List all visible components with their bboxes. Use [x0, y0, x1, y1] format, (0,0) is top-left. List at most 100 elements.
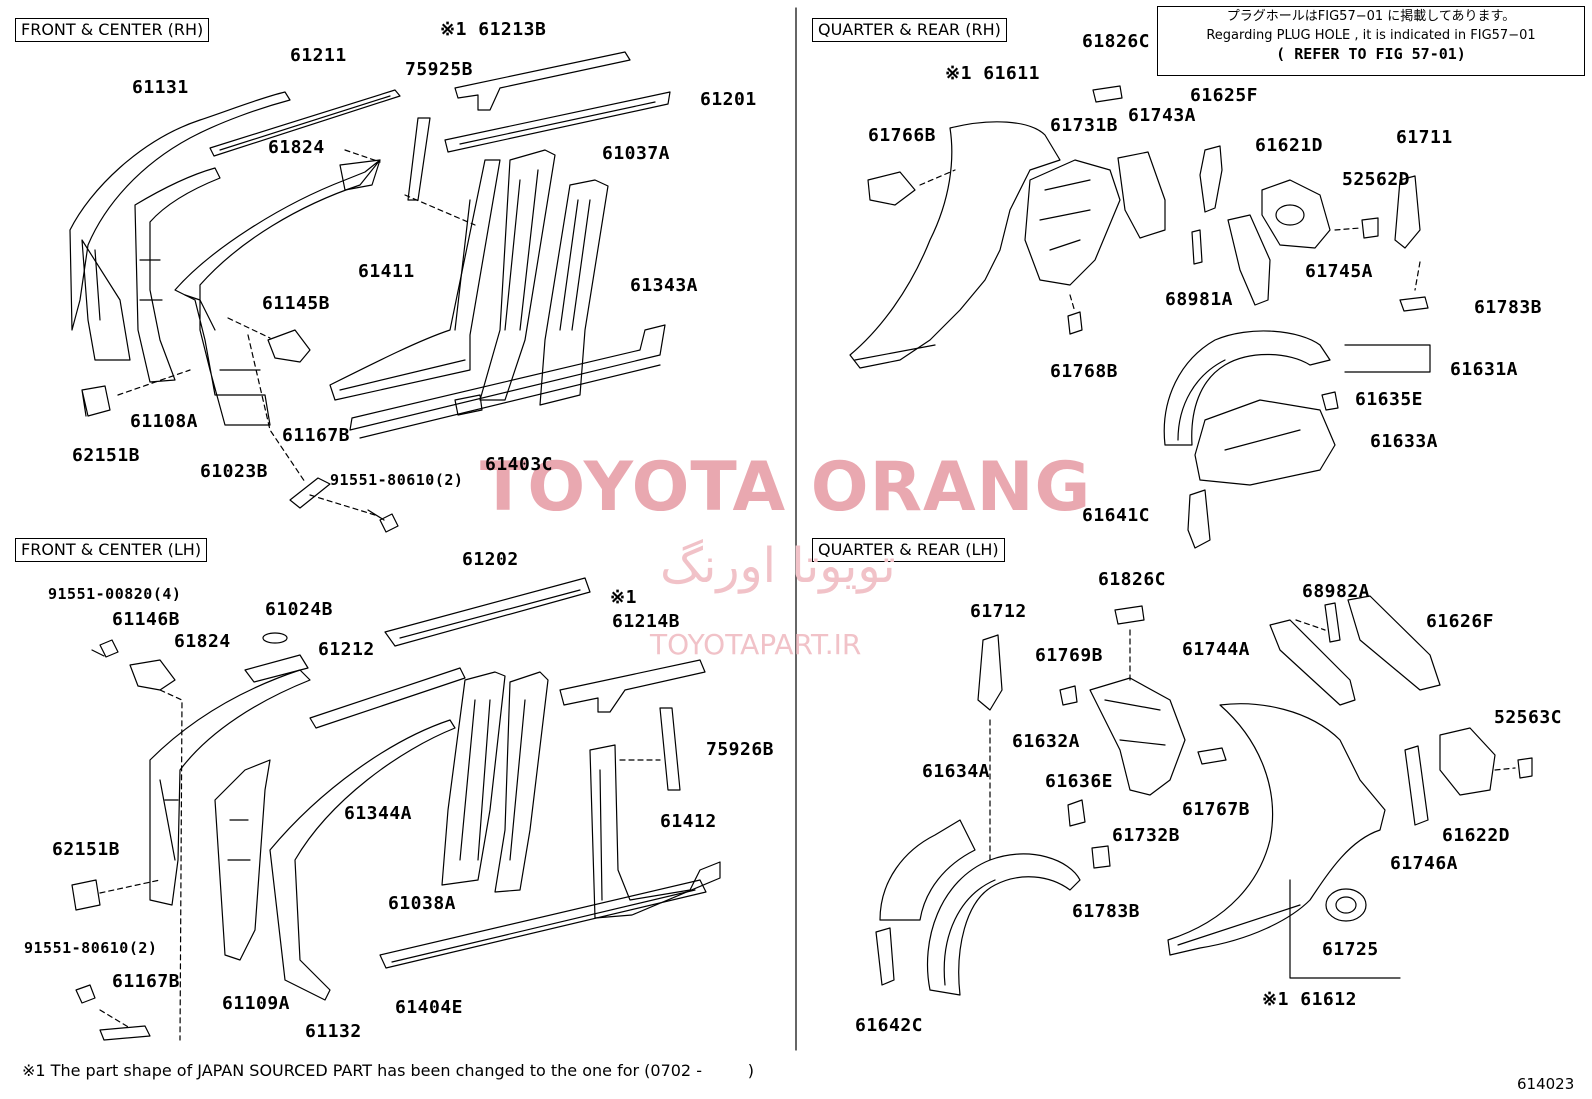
bolt-91551-shape — [367, 509, 399, 533]
part-62151B-lh-shape — [71, 879, 101, 911]
quarter-lh-parts — [875, 595, 1533, 996]
part-label[interactable]: 61211 — [290, 45, 347, 66]
part-61344A-shape — [441, 671, 506, 886]
part-label[interactable]: 61636E — [1045, 771, 1114, 792]
part-label[interactable]: 61412 — [660, 811, 717, 832]
watermark-persian: تویوتا اورنگ — [660, 538, 896, 594]
part-label[interactable]: 61344A — [344, 803, 413, 824]
watermark-brand: TOYOTA ORANG — [480, 448, 1092, 527]
part-label[interactable]: 61732B — [1112, 825, 1181, 846]
part-label[interactable]: 61634A — [922, 761, 991, 782]
part-label[interactable]: 75925B — [405, 59, 474, 80]
part-label[interactable]: 61622D — [1442, 825, 1511, 846]
part-label[interactable]: 61743A — [1128, 105, 1197, 126]
part-label[interactable]: 61146B — [112, 609, 181, 630]
part-61625F-shape — [1199, 145, 1223, 213]
part-label[interactable]: 61712 — [970, 601, 1027, 622]
part-label[interactable]: 61024B — [265, 599, 334, 620]
part-label[interactable]: 61632A — [1012, 731, 1081, 752]
part-label[interactable]: 61167B — [112, 971, 181, 992]
part-label[interactable]: 61768B — [1050, 361, 1119, 382]
part-61746A-shape — [1404, 745, 1429, 826]
part-label[interactable]: 61404E — [395, 997, 464, 1018]
part-52563C-shape — [1517, 757, 1533, 779]
part-label[interactable]: ※1 — [610, 587, 637, 608]
part-61725-shape — [1325, 888, 1367, 922]
part-label[interactable]: 91551-00820(4) — [48, 585, 182, 603]
part-label[interactable]: 61023B — [200, 461, 269, 482]
figure-number: 614023 — [1517, 1075, 1575, 1093]
part-label[interactable]: 61631A — [1450, 359, 1519, 380]
part-label[interactable]: 61145B — [262, 293, 331, 314]
part-label[interactable]: 61642C — [855, 1015, 924, 1036]
part-61611-shape — [849, 121, 1061, 369]
part-label[interactable]: 68981A — [1165, 289, 1234, 310]
part-label[interactable]: 61783B — [1474, 297, 1543, 318]
part-label[interactable]: 61108A — [130, 411, 199, 432]
part-label[interactable]: 68982A — [1302, 581, 1371, 602]
part-label[interactable]: 91551-80610(2) — [330, 471, 464, 489]
part-61745A-shape — [1227, 214, 1271, 306]
part-61768B-shape — [1067, 311, 1083, 335]
part-61108A-shape — [134, 167, 221, 383]
watermark-url: TOYOTAPART.IR — [650, 628, 862, 661]
part-label[interactable]: 61633A — [1370, 431, 1439, 452]
part-label[interactable]: 52562D — [1342, 169, 1411, 190]
part-61635E-shape — [1321, 391, 1339, 411]
part-label[interactable]: 62151B — [72, 445, 141, 466]
part-label[interactable]: 61766B — [868, 125, 937, 146]
part-label[interactable]: ※1 61612 — [1262, 989, 1357, 1010]
part-label[interactable]: 61783B — [1072, 901, 1141, 922]
part-label[interactable]: 61625F — [1190, 85, 1259, 106]
part-61621D-shape — [1261, 179, 1331, 249]
part-label[interactable]: 61411 — [358, 261, 415, 282]
part-label[interactable]: 61132 — [305, 1021, 362, 1042]
part-label[interactable]: 61037A — [602, 143, 671, 164]
part-label[interactable]: 61038A — [388, 893, 457, 914]
part-label[interactable]: 61826C — [1082, 31, 1151, 52]
part-label[interactable]: 61769B — [1035, 645, 1104, 666]
part-label[interactable]: 61635E — [1355, 389, 1424, 410]
part-label[interactable]: 61744A — [1182, 639, 1251, 660]
part-61632A-shape — [926, 853, 1081, 996]
part-61712-shape — [977, 634, 1003, 711]
part-label[interactable]: 52563C — [1494, 707, 1563, 728]
part-label[interactable]: 62151B — [52, 839, 121, 860]
part-label[interactable]: 61641C — [1082, 505, 1151, 526]
part-label[interactable]: 61745A — [1305, 261, 1374, 282]
part-61631A-shape — [1163, 330, 1331, 446]
part-label[interactable]: 61109A — [222, 993, 291, 1014]
part-label[interactable]: 61767B — [1182, 799, 1251, 820]
part-label[interactable]: 61626F — [1426, 611, 1495, 632]
part-label[interactable]: 61212 — [318, 639, 375, 660]
part-61634A-shape — [879, 819, 976, 921]
part-label[interactable]: 75926B — [706, 739, 775, 760]
part-label[interactable]: 61725 — [1322, 939, 1379, 960]
part-label[interactable]: ※1 61611 — [945, 63, 1040, 84]
part-label[interactable]: 61824 — [268, 137, 325, 158]
part-label[interactable]: 61201 — [700, 89, 757, 110]
part-label[interactable]: 91551-80610(2) — [24, 939, 158, 957]
quarter-rh-parts — [849, 85, 1431, 549]
part-61213B-shape — [454, 51, 631, 111]
part-61343A-shape — [539, 179, 609, 406]
part-61783B-rh-shape — [1399, 296, 1429, 312]
part-label[interactable]: 61826C — [1098, 569, 1167, 590]
part-label[interactable]: 61167B — [282, 425, 351, 446]
note-refer-link[interactable]: ( REFER TO FIG 57-01) — [1276, 45, 1466, 63]
part-61201-shape — [444, 91, 671, 153]
part-label[interactable]: 61824 — [174, 631, 231, 652]
part-label[interactable]: 61343A — [630, 275, 699, 296]
part-label[interactable]: 61403C — [485, 454, 554, 475]
part-label[interactable]: 61711 — [1396, 127, 1453, 148]
part-label[interactable]: 61746A — [1390, 853, 1459, 874]
part-61109A-shape — [214, 759, 271, 961]
part-label[interactable]: 61621D — [1255, 135, 1324, 156]
part-label[interactable]: 61202 — [462, 549, 519, 570]
part-label[interactable]: 61131 — [132, 77, 189, 98]
part-label[interactable]: 61214B — [612, 611, 681, 632]
part-label[interactable]: 61731B — [1050, 115, 1119, 136]
part-61145B-shape — [267, 329, 311, 363]
footnote: ※1 The part shape of JAPAN SOURCED PART … — [22, 1061, 754, 1080]
part-label[interactable]: ※1 61213B — [440, 19, 547, 40]
